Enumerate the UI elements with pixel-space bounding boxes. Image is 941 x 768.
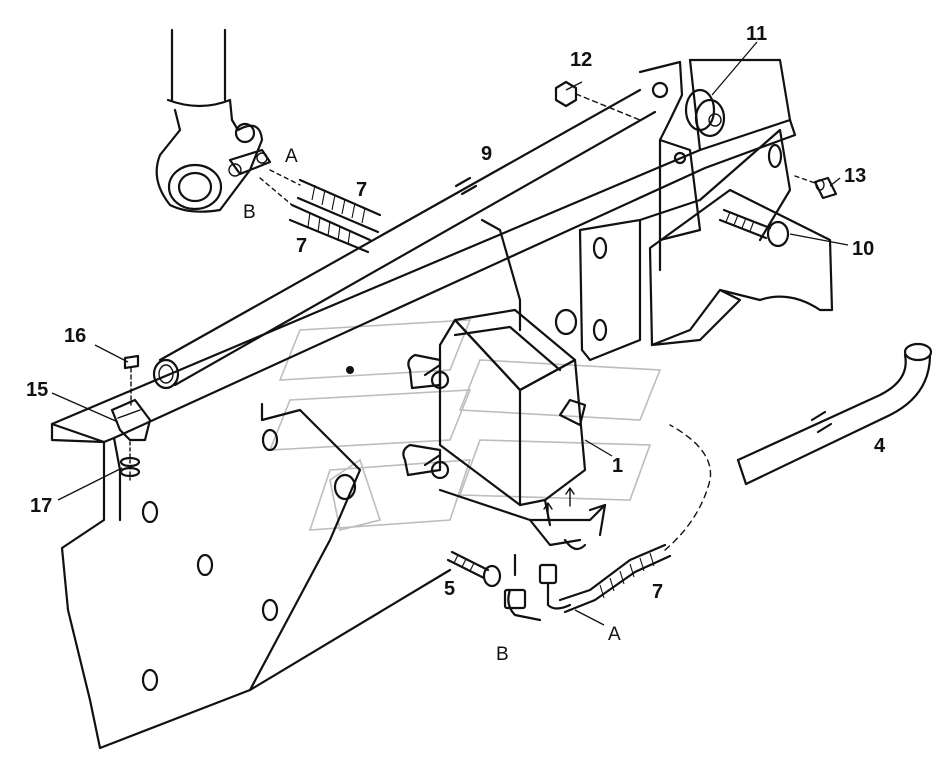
port-label-top-b: B xyxy=(243,202,256,223)
callout-7-bottom: 7 xyxy=(652,581,663,603)
callout-4: 4 xyxy=(874,435,886,457)
frame-rail xyxy=(50,58,797,750)
callout-10: 10 xyxy=(852,238,874,260)
callout-9: 9 xyxy=(481,143,492,165)
callout-1: 1 xyxy=(612,455,623,477)
callout-17: 17 xyxy=(30,495,52,517)
callout-7-lower: 7 xyxy=(296,235,307,257)
bolt-10 xyxy=(718,208,790,248)
washer-17 xyxy=(119,441,141,481)
callout-12: 12 xyxy=(570,49,592,71)
steering-cylinder xyxy=(155,28,272,213)
callout-16: 16 xyxy=(64,325,86,347)
callout-15: 15 xyxy=(26,379,48,401)
nut-12 xyxy=(554,80,641,121)
leader-lines xyxy=(51,41,849,626)
tube-9 xyxy=(152,88,657,390)
mounting-bracket xyxy=(554,60,834,362)
hose-7-bottom xyxy=(503,424,712,622)
bolt-5 xyxy=(446,550,502,588)
callout-11: 11 xyxy=(746,23,767,45)
port-label-bottom-b: B xyxy=(496,644,509,665)
hose-7-top xyxy=(259,169,382,254)
port-label-bottom-a: A xyxy=(608,624,621,645)
watermark-logo xyxy=(268,319,662,531)
sleeve-13 xyxy=(794,175,838,200)
pipe-4 xyxy=(736,342,933,486)
bushing-11 xyxy=(684,88,726,138)
control-valve-1 xyxy=(402,308,607,551)
screw-16 xyxy=(123,354,140,406)
port-label-top-a: A xyxy=(285,146,298,167)
callout-7-upper: 7 xyxy=(356,179,367,201)
callout-5: 5 xyxy=(444,578,455,600)
clip-15 xyxy=(110,398,152,442)
callout-13: 13 xyxy=(844,165,866,187)
